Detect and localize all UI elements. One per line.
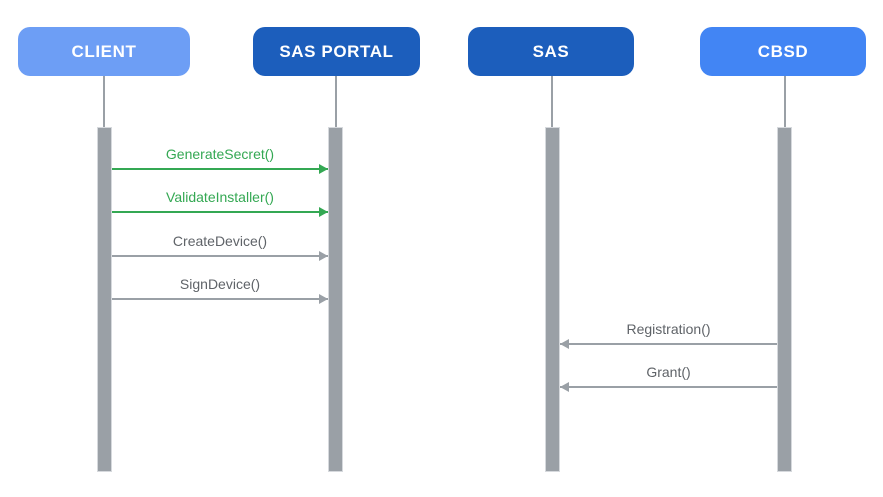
message-validate-installer-label: ValidateInstaller(): [166, 189, 274, 205]
message-generate-secret: GenerateSecret(): [112, 146, 328, 174]
message-create-device: CreateDevice(): [112, 233, 328, 261]
activation-bar-cbsd: [777, 127, 792, 472]
message-sign-device-line: [112, 294, 328, 304]
message-generate-secret-label: GenerateSecret(): [165, 146, 275, 162]
actor-cbsd: CBSD: [700, 27, 866, 76]
arrowhead-left-icon: [560, 339, 569, 349]
arrowhead-right-icon: [319, 207, 328, 217]
message-grant-line: [560, 382, 777, 392]
actor-client-label: CLIENT: [71, 41, 137, 61]
message-validate-installer: ValidateInstaller(): [112, 189, 328, 217]
actor-cbsd-label: CBSD: [757, 41, 809, 61]
message-registration-line: [560, 339, 777, 349]
message-registration-label: Registration(): [626, 321, 711, 337]
actor-sas: SAS: [468, 27, 634, 76]
message-create-device-line: [112, 251, 328, 261]
lifeline-sas-portal: [335, 76, 337, 129]
activation-bar-sas-portal: [328, 127, 343, 472]
message-grant: Grant(): [560, 364, 777, 392]
message-create-device-label: CreateDevice(): [172, 233, 268, 249]
message-registration: Registration(): [560, 321, 777, 349]
lifeline-client: [103, 76, 105, 129]
arrowhead-left-icon: [560, 382, 569, 392]
actor-client: CLIENT: [18, 27, 190, 76]
activation-bar-client: [97, 127, 112, 472]
message-sign-device-label: SignDevice(): [179, 276, 261, 292]
arrowhead-right-icon: [319, 164, 328, 174]
actor-sas-portal-label: SAS PORTAL: [279, 41, 394, 61]
message-generate-secret-line: [112, 164, 328, 174]
actor-sas-label: SAS: [532, 41, 570, 61]
message-validate-installer-line: [112, 207, 328, 217]
arrowhead-right-icon: [319, 294, 328, 304]
actor-sas-portal: SAS PORTAL: [253, 27, 420, 76]
message-grant-label: Grant(): [646, 364, 691, 380]
arrowhead-right-icon: [319, 251, 328, 261]
lifeline-cbsd: [784, 76, 786, 129]
lifeline-sas: [551, 76, 553, 129]
message-sign-device: SignDevice(): [112, 276, 328, 304]
activation-bar-sas: [545, 127, 560, 472]
